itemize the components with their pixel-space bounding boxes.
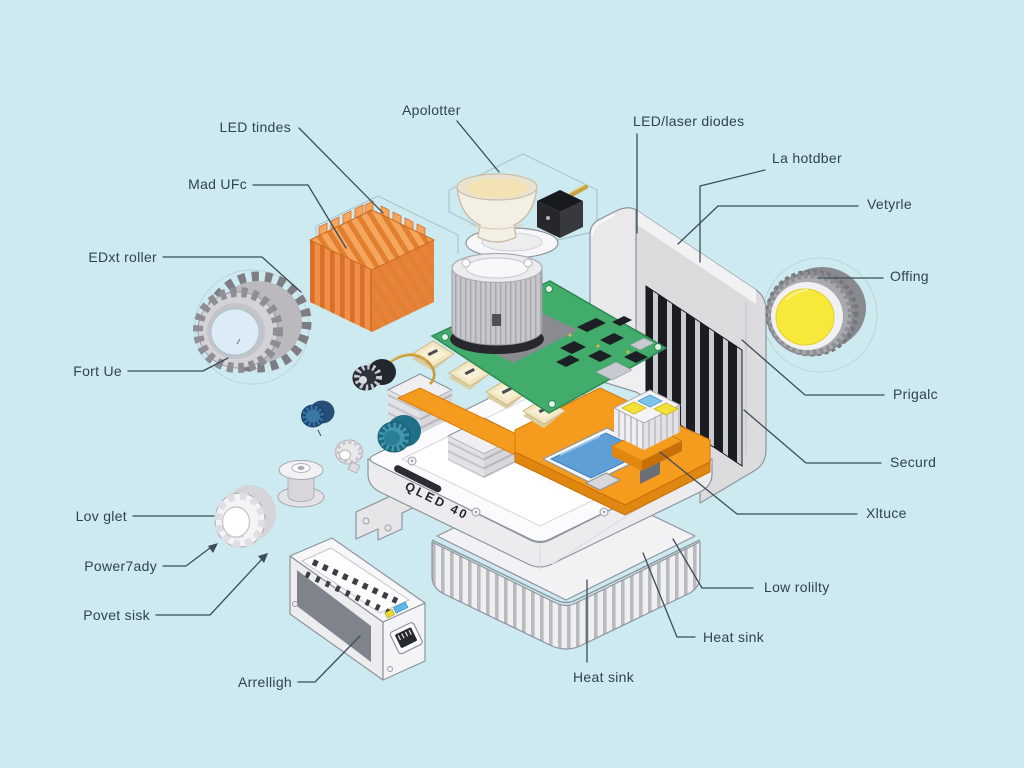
label-lov-glet: Lov glet [76, 508, 127, 524]
power-supply-box [289, 537, 426, 681]
psu-indicator-chips [384, 601, 409, 619]
lens-barrel [450, 252, 544, 354]
gold-pin [568, 185, 588, 198]
orange-heatsink [308, 200, 436, 332]
leader-prigalc [741, 339, 885, 396]
label-la-hotdber: La hotdber [772, 150, 842, 166]
arrowhead-power7ady [208, 543, 218, 553]
arrowhead-povet-sisk [258, 553, 268, 563]
label-fort-ue: Fort Ue [73, 363, 122, 379]
cup-liquid [466, 178, 528, 198]
motor-coil [352, 353, 436, 391]
pulley-spool [277, 460, 325, 508]
label-low-rolilty: Low rolilty [764, 579, 830, 595]
label-led-laser-diodes: LED/laser diodes [633, 113, 744, 129]
leader-led-tindes [298, 127, 384, 214]
connector-cube [537, 184, 588, 238]
chip-blue [637, 394, 663, 408]
rj45-port [389, 622, 423, 655]
yellow-lens-filter [765, 267, 866, 357]
leader-lines [127, 120, 885, 683]
reflector-cup [456, 173, 559, 259]
psu-dark-panel [297, 570, 371, 662]
sticker-glyphs-row1 [311, 559, 399, 604]
led-chip-module [610, 389, 684, 471]
label-edxt-roller: EDxt roller [88, 249, 157, 265]
vent-slot [394, 465, 442, 493]
leader-povet-sisk [155, 557, 264, 616]
leader-securd [743, 409, 882, 464]
label-offing: Offing [890, 268, 929, 284]
leader-mad-ufc [252, 184, 347, 249]
label-mad-ufc: Mad UFc [188, 176, 247, 192]
label-heat-sink-bottom: Heat sink [573, 669, 635, 685]
leader-xltuce [659, 451, 858, 515]
leader-edxt-roller [162, 256, 302, 293]
cup-body [456, 186, 538, 243]
led-module-tile [411, 340, 455, 371]
roller-lens [210, 308, 260, 356]
leader-vetyrle [677, 205, 859, 245]
label-arrelligh: Arrelligh [238, 674, 292, 690]
lens-yellow-disc [775, 288, 835, 346]
small-gear [334, 439, 364, 474]
black-heatsink-fins [645, 285, 743, 467]
leader-apolotter [456, 120, 500, 173]
label-vetyrle: Vetyrle [867, 196, 912, 212]
labels: LED tindes Mad UFc Apolotter LED/laser d… [73, 102, 938, 690]
leader-fort-ue [127, 357, 229, 372]
leader-low-rolilty [672, 538, 754, 589]
chip-yellow-1 [621, 401, 647, 415]
gear-lens-roller [193, 271, 312, 373]
leader-heat-sink-right [642, 552, 696, 638]
leader-power7ady [162, 544, 215, 567]
label-apolotter: Apolotter [402, 102, 461, 118]
label-securd: Securd [890, 454, 936, 470]
label-prigalc: Prigalc [893, 386, 938, 402]
leader-la-hotdber [699, 169, 766, 263]
label-power7ady: Power7ady [84, 558, 157, 574]
white-knurled-ring [214, 485, 276, 548]
blue-knob [301, 400, 335, 437]
housing-shell [589, 207, 767, 504]
teal-knob [377, 415, 421, 453]
gold-wire [385, 353, 436, 385]
chip-yellow-2 [653, 402, 679, 416]
label-xltuce: Xltuce [866, 505, 907, 521]
label-povet-sisk: Povet sisk [83, 607, 150, 623]
pcb-chips [556, 316, 648, 367]
sticker-glyphs-row2 [304, 571, 392, 616]
leader-arrelligh [297, 635, 361, 683]
label-heat-sink-right: Heat sink [703, 629, 765, 645]
label-led-tindes: LED tindes [220, 119, 291, 135]
main-unit: QLED 40 [352, 252, 713, 650]
